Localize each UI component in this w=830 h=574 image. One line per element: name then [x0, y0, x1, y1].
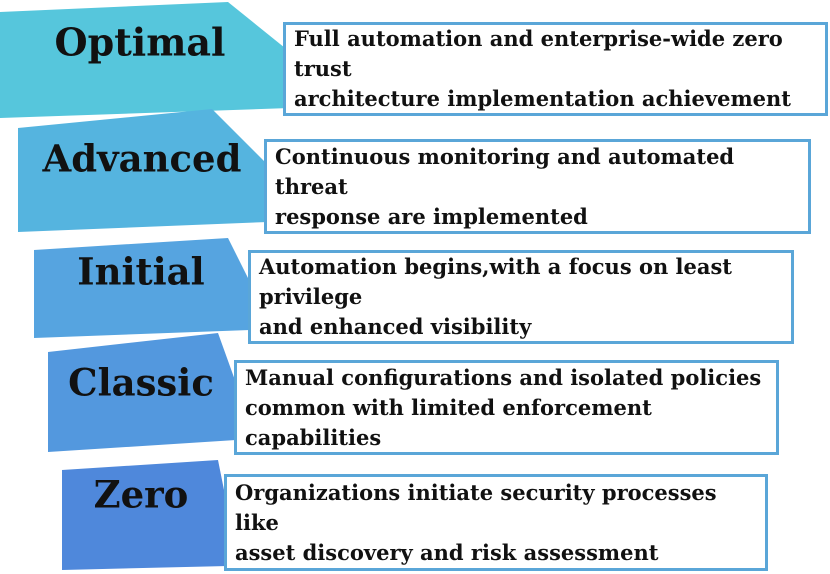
- level-zero-description: Organizations initiate security processe…: [224, 474, 768, 571]
- level-advanced-description: Continuous monitoring and automated thre…: [264, 139, 811, 234]
- level-advanced-name: Advanced: [42, 137, 242, 181]
- level-zero-name: Zero: [94, 473, 189, 517]
- level-initial-arrow: Initial: [34, 238, 250, 338]
- level-optimal-arrow: Optimal: [0, 2, 290, 118]
- level-classic-description: Manual configurations and isolated polic…: [234, 360, 779, 455]
- level-classic-name: Classic: [68, 361, 214, 405]
- level-advanced-arrow: Advanced: [18, 109, 268, 232]
- level-optimal-name: Optimal: [55, 20, 226, 65]
- level-initial-name: Initial: [77, 250, 204, 294]
- level-initial-description: Automation begins,with a focus on least …: [248, 250, 794, 344]
- level-classic-arrow: Classic: [48, 333, 236, 452]
- level-zero-arrow: Zero: [62, 460, 228, 570]
- level-optimal-description: Full automation and enterprise-wide zero…: [283, 22, 828, 116]
